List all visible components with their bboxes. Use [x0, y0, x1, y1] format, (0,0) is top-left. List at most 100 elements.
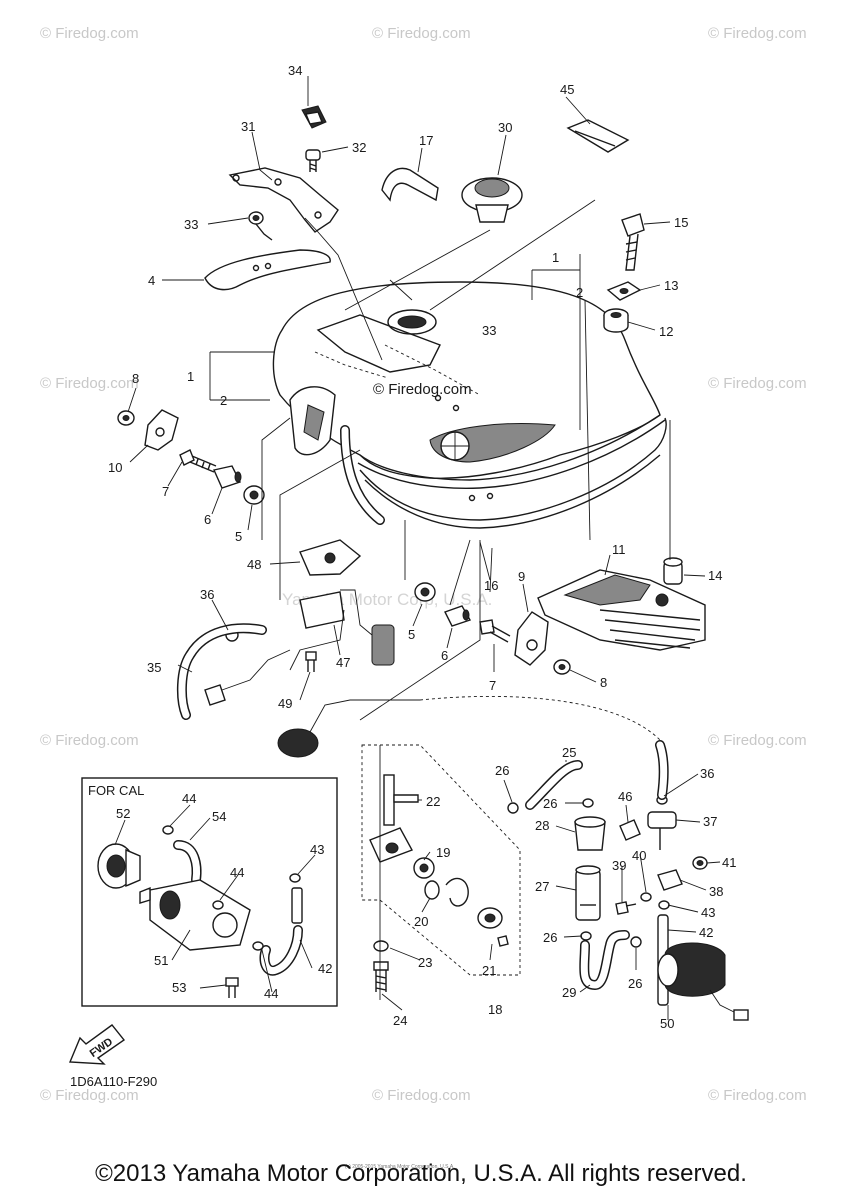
callout-1-left: 1: [187, 369, 194, 384]
part-8-nut-left: [117, 410, 135, 426]
part-39-bolt: [615, 901, 637, 915]
callout-12: 12: [659, 324, 673, 339]
callout-37: 37: [703, 814, 717, 829]
callout-52: 52: [116, 806, 130, 821]
watermark-top-left: © Firedog.com: [40, 25, 139, 42]
callout-22: 22: [426, 794, 440, 809]
callout-46: 46: [618, 789, 632, 804]
callout-33-lower: 33: [482, 323, 496, 338]
projection-lines: [261, 199, 671, 1000]
callout-49: 49: [278, 696, 292, 711]
watermark-bottom-center: © Firedog.com: [372, 1087, 471, 1104]
part-43-clip: [658, 900, 670, 910]
part-48-plate: [299, 539, 362, 576]
callout-21: 21: [482, 963, 496, 978]
callout-28: 28: [535, 818, 549, 833]
callout-44-c: 44: [264, 986, 278, 1001]
part-37-filter: [647, 811, 677, 850]
callout-7-center: 7: [489, 678, 496, 693]
watermark-bottom-left: © Firedog.com: [40, 1087, 139, 1104]
callout-32: 32: [352, 140, 366, 155]
part-52-cap: [97, 843, 141, 889]
watermark-top-center: © Firedog.com: [372, 25, 471, 42]
part-45-label: [566, 119, 630, 153]
callout-6-left: 6: [204, 512, 211, 527]
callout-44-b: 44: [230, 865, 244, 880]
callout-17: 17: [419, 133, 433, 148]
callout-11: 11: [612, 542, 626, 557]
part-12-damper: [603, 308, 629, 333]
fuel-gauge-float: [277, 699, 420, 758]
part-18-dashed-group: [361, 744, 521, 976]
part-35-hose: [176, 623, 291, 720]
part-6-collar-left: [213, 465, 242, 489]
callout-47: 47: [336, 655, 350, 670]
callout-43-inset: 43: [310, 842, 324, 857]
part-46-connector: [619, 819, 641, 841]
part-40-washer: [640, 892, 652, 902]
callout-6-center: 6: [441, 648, 448, 663]
vent-hose: [340, 425, 385, 525]
callout-39: 39: [612, 858, 626, 873]
part-4-plate: [204, 249, 331, 291]
watermark-mid-right: © Firedog.com: [708, 375, 807, 392]
part-6-collar-center: [444, 605, 472, 627]
callout-1-right: 1: [552, 250, 559, 265]
callouts: 34 31 32 33 4 17 30 45 15 13 12 1 2 33 1…: [108, 63, 736, 1031]
callout-26-c: 26: [543, 930, 557, 945]
part-50-canister: [657, 942, 749, 1021]
part-26-clamp-a: [507, 802, 519, 814]
part-26-clamp-b: [582, 798, 594, 808]
callout-9: 9: [518, 569, 525, 584]
part-38-bracket: [657, 869, 683, 891]
part-14-collar: [663, 557, 683, 585]
callout-36-left: 36: [200, 587, 214, 602]
part-28-filter: [574, 816, 606, 851]
part-42-hose-inset: [259, 887, 303, 976]
callout-26-b: 26: [543, 796, 557, 811]
part-11-cover: [537, 569, 706, 651]
part-44-clip-b: [212, 900, 224, 910]
callout-5-left: 5: [235, 529, 242, 544]
callout-35: 35: [147, 660, 161, 675]
callout-40: 40: [632, 848, 646, 863]
part-36-clamp-right: [655, 740, 669, 805]
part-21-plate: [477, 907, 509, 947]
callout-51: 51: [154, 953, 168, 968]
callout-5-center: 5: [408, 627, 415, 642]
callout-15: 15: [674, 215, 688, 230]
tank-watermark: © Firedog.com: [373, 381, 472, 398]
watermark-mid-left: © Firedog.com: [40, 375, 139, 392]
part-25-hose: [525, 760, 583, 810]
part-43-clip-inset: [289, 873, 301, 883]
part-22-valve: [369, 774, 419, 863]
part-27-pump: [575, 865, 601, 921]
part-31-bracket: [228, 167, 339, 233]
part-51-canister: [139, 879, 251, 951]
fwd-arrow-icon: FWD: [68, 1024, 126, 1065]
part-30-fuel-cap: [461, 177, 523, 223]
part-9-bracket: [514, 611, 549, 666]
part-44-clip-a: [162, 825, 174, 835]
callout-24: 24: [393, 1013, 407, 1028]
callout-25: 25: [562, 745, 576, 760]
part-20-oring: [424, 877, 469, 907]
part-8-nut-right: [553, 659, 571, 675]
part-44-clip-c: [252, 941, 264, 951]
callout-4: 4: [148, 273, 155, 288]
callout-36-right: 36: [700, 766, 714, 781]
watermark-top-right: © Firedog.com: [708, 25, 807, 42]
part-10-bracket: [144, 409, 179, 451]
callout-14: 14: [708, 568, 722, 583]
part-19-gasket: [413, 857, 435, 879]
watermark-group: © Firedog.com © Firedog.com © Firedog.co…: [40, 25, 807, 1104]
part-34-clip: [301, 105, 327, 129]
watermark-bottom-right: © Firedog.com: [708, 1087, 807, 1104]
callout-48: 48: [247, 557, 261, 572]
callout-13: 13: [664, 278, 678, 293]
callout-41: 41: [722, 855, 736, 870]
callout-45: 45: [560, 82, 574, 97]
callout-42-inset: 42: [318, 961, 332, 976]
callout-33-upper: 33: [184, 217, 198, 232]
